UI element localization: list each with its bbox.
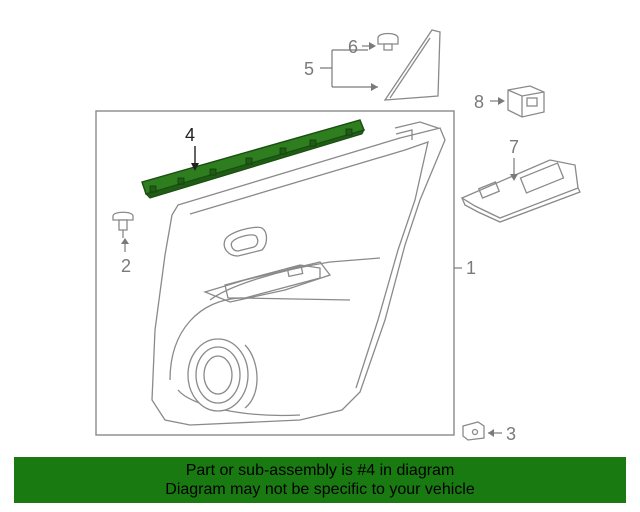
clip-part-2[interactable] [112,211,134,238]
door-trim-panel-part[interactable] [151,121,446,426]
callout-5: 5 [304,59,314,79]
door-panel-frame [95,110,455,436]
belt-moulding-part-highlighted[interactable] [141,119,365,199]
callout-3: 3 [506,424,516,444]
callout-2: 2 [121,256,131,276]
callout-1: 1 [466,258,476,278]
clip-part-6[interactable] [377,32,399,51]
banner-line-1: Part or sub-assembly is #4 in diagram [185,462,455,479]
corner-cover-part-5[interactable] [383,29,441,101]
window-switch-part-8[interactable] [507,85,545,118]
banner-line-2: Diagram may not be specific to your vehi… [165,481,475,498]
part-info-banner: Part or sub-assembly is #4 in diagram Di… [14,457,626,503]
callout-6: 6 [348,37,358,57]
callout-4: 4 [185,125,195,145]
callout-7: 7 [509,137,519,157]
clip-part-3[interactable] [462,421,485,441]
callout-8: 8 [474,92,484,112]
switch-bezel-part-7[interactable] [460,159,581,223]
parts-diagram: 4 1 2 3 5 6 7 [95,29,581,444]
